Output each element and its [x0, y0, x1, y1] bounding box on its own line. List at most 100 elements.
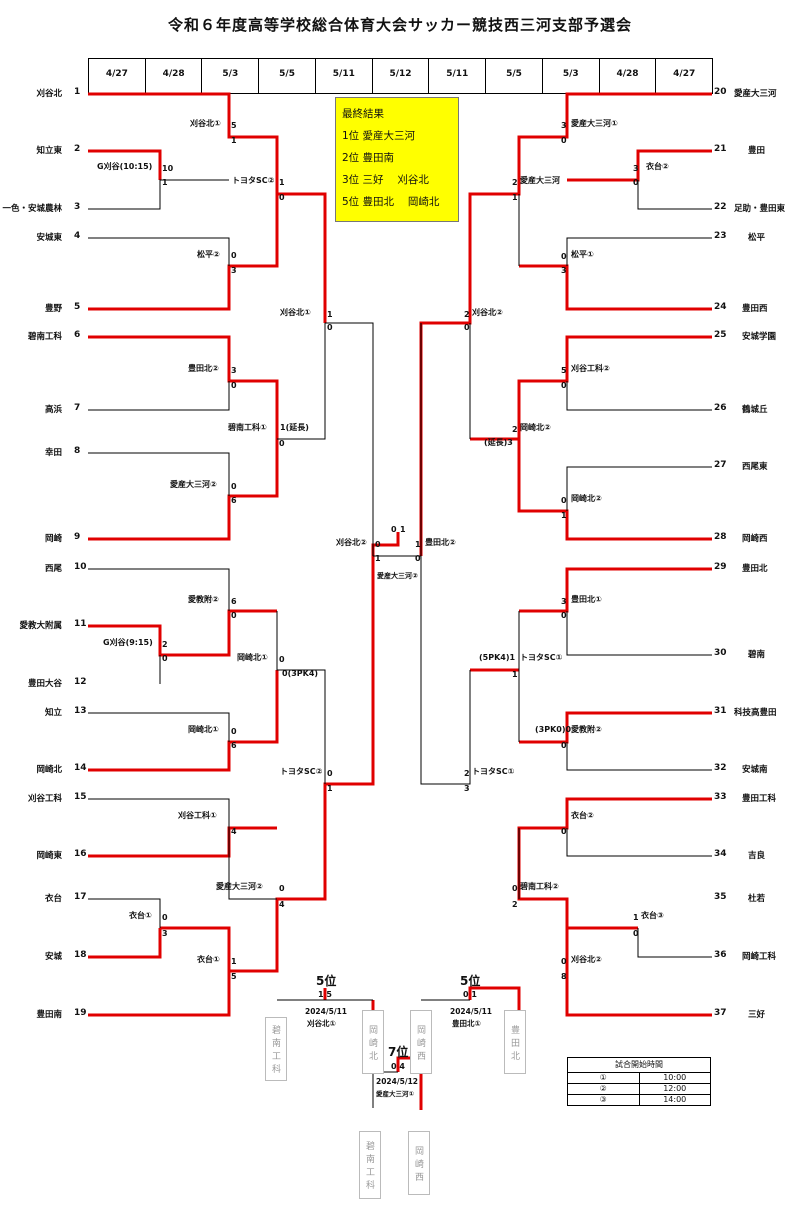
- bracket-line: [566, 237, 712, 266]
- match-label: トヨタSC②: [280, 767, 323, 776]
- score-digit: 0: [231, 482, 237, 491]
- team-name: 松平: [748, 233, 766, 243]
- team-name: 豊田北: [742, 564, 768, 574]
- score-digit: 2: [162, 640, 168, 649]
- bracket-line: [566, 611, 712, 656]
- score-digit: 1: [512, 193, 518, 202]
- bracket-line: [519, 711, 712, 744]
- match-label: 愛教附②: [188, 595, 219, 604]
- team-number: 37: [714, 1008, 727, 1018]
- score-digit: 0: [231, 611, 237, 620]
- team-name: 岡崎北: [36, 765, 62, 775]
- fifth-left-title: 5位: [316, 974, 337, 988]
- score-digit: 5: [231, 972, 237, 981]
- score-digit: 0: [231, 381, 237, 390]
- bracket-line: [160, 556, 375, 973]
- score-digit: 3: [561, 121, 567, 130]
- match-label: 愛産大三河②: [170, 480, 217, 489]
- fifth-right-winner: 豊田北①: [452, 1019, 481, 1028]
- team-name: 愛産大三河: [734, 89, 777, 99]
- team-number: 5: [74, 302, 81, 312]
- match-label: トヨタSC②: [232, 176, 275, 185]
- score-digit: 6: [231, 741, 237, 750]
- team-number: 8: [74, 446, 81, 456]
- slot-cell: ②: [568, 1084, 640, 1094]
- score-digit: 0: [561, 741, 567, 750]
- match-label: 衣台②: [571, 811, 594, 820]
- final-results-box: 最終結果 1位 愛産大三河 2位 豊田南 3位 三好 刈谷北 5位 豊田北 岡崎…: [335, 97, 459, 222]
- score-digit: 0: [327, 323, 333, 332]
- score-digit: 1: [375, 554, 381, 563]
- seventh-title: 7位: [388, 1045, 409, 1059]
- team-name: 豊田西: [742, 304, 768, 314]
- score-digit: 0: [633, 178, 639, 187]
- match-label: 岡崎北①: [188, 725, 219, 734]
- seventh-date: 2024/5/12: [376, 1077, 419, 1086]
- time-cell: 10:00: [663, 1073, 687, 1082]
- match-label: (5PK4)1: [479, 653, 516, 662]
- match-label: (延長)3: [484, 438, 513, 447]
- fifth-left-winner: 刈谷北①: [307, 1019, 336, 1028]
- match-label: 衣台②: [646, 162, 669, 171]
- seventh-winner: 愛産大三河①: [376, 1090, 415, 1098]
- team-number: 13: [74, 706, 87, 716]
- team-number: 25: [714, 330, 727, 340]
- match-label: 衣台①: [197, 955, 220, 964]
- score-digit: 3: [561, 266, 567, 275]
- score-digit: 0: [561, 381, 567, 390]
- team-number: 9: [74, 532, 81, 542]
- bracket-line: [88, 670, 279, 772]
- bracket-line: [88, 568, 230, 611]
- bracket-line: [517, 439, 712, 541]
- score-digit: 8: [561, 972, 567, 981]
- score-digit: 4: [231, 827, 237, 836]
- team-number: 27: [714, 460, 727, 470]
- team-number: 24: [714, 302, 727, 312]
- team-number: 7: [74, 403, 81, 413]
- match-label: 刈谷工科②: [571, 364, 610, 373]
- final-result-line: 5位 豊田北 岡崎北: [342, 196, 440, 208]
- score-digit: 0: [561, 957, 567, 966]
- team-name: 西尾東: [742, 462, 768, 472]
- bracket-line: [637, 928, 712, 958]
- team-name: 三好: [748, 1010, 766, 1020]
- team-name: 豊田工科: [742, 794, 777, 804]
- date-cell: 4/27: [89, 59, 146, 93]
- team-number: 22: [714, 202, 727, 212]
- score-digit: 3: [561, 597, 567, 606]
- score-digit: 0: [375, 540, 381, 549]
- team-number: 21: [714, 144, 727, 154]
- bracket-line: [566, 828, 712, 857]
- team-number: 18: [74, 950, 87, 960]
- team-number: 10: [74, 562, 87, 572]
- score-digit: 1: [231, 136, 237, 145]
- score-digit: 0: [561, 136, 567, 145]
- page-title: 令和６年度高等学校総合体育大会サッカー競技西三河支部予選会: [167, 16, 632, 34]
- team-name: 豊田: [748, 146, 766, 156]
- date-cell: 5/12: [373, 59, 430, 93]
- team-number: 30: [714, 648, 727, 658]
- team-number: 15: [74, 792, 87, 802]
- match-label: 岡崎北②: [571, 494, 602, 503]
- score-digit: 10: [162, 164, 174, 173]
- score-digit: 5: [561, 366, 567, 375]
- score-digit: 4: [279, 900, 285, 909]
- score-digit: 3: [231, 266, 237, 275]
- match-label: 1(延長): [280, 423, 309, 432]
- bracket-line: [88, 381, 230, 411]
- team-name: 刈谷工科: [27, 794, 62, 804]
- match-label: 刈谷北②: [472, 308, 503, 317]
- bracket-line: [277, 323, 326, 440]
- bracket-line: [88, 92, 327, 323]
- seventh-team-box: 岡崎西: [408, 1131, 430, 1195]
- team-number: 2: [74, 144, 81, 154]
- fifth-right-score: 0 1: [463, 990, 477, 999]
- bracket-line: [88, 609, 277, 657]
- date-cell: 4/28: [600, 59, 657, 93]
- score-digit: 2: [464, 769, 470, 778]
- team-name: 知立: [44, 708, 62, 718]
- team-number: 1: [74, 87, 81, 97]
